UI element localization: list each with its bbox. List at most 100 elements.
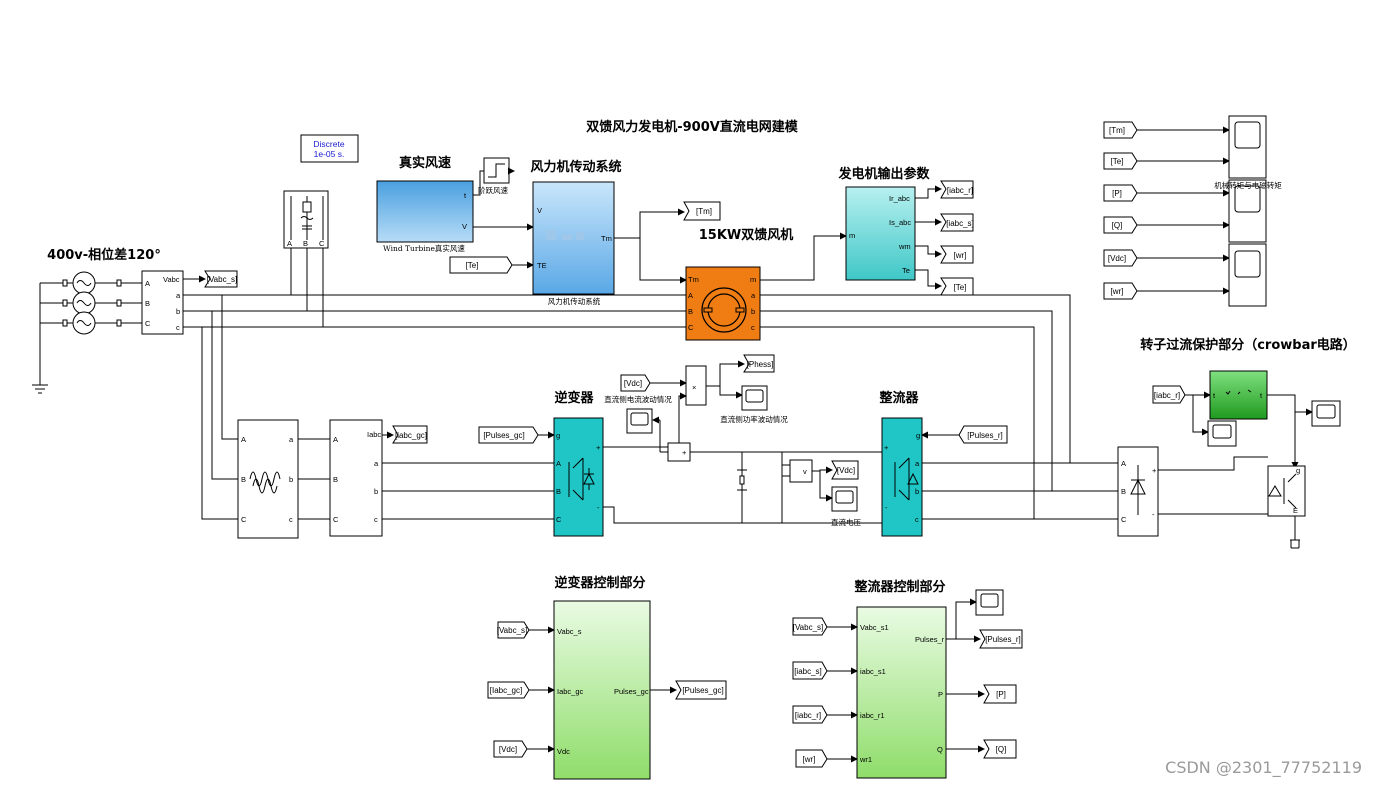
scope-dc-current[interactable] — [626, 408, 653, 434]
watermark: CSDN @2301_77752119 — [1165, 758, 1362, 778]
from-scope-wr[interactable]: [wr] — [1103, 282, 1138, 300]
gen-output-block[interactable]: m Ir_abc Is_abc wm Te — [845, 186, 916, 281]
svg-text:Tm: Tm — [601, 234, 612, 243]
vi-measurement-1[interactable]: A B C Vabc a b c — [141, 270, 184, 335]
svg-text:[Vdc]: [Vdc] — [499, 745, 517, 754]
svg-text:[wr]: [wr] — [954, 251, 967, 260]
svg-text:g: g — [556, 431, 560, 440]
scope-crowbar-in[interactable] — [1207, 420, 1237, 447]
svg-text:Is_abc: Is_abc — [889, 218, 911, 227]
svg-text:a: a — [176, 291, 181, 300]
svg-text:[Pulses_r]: [Pulses_r] — [985, 635, 1021, 644]
svg-text:[Q]: [Q] — [1112, 221, 1123, 230]
powergui-block[interactable]: Discrete 1e-05 s. — [300, 134, 359, 163]
svg-text:c: c — [289, 515, 293, 524]
rectifier-igbt-bridge[interactable]: g + - a b c — [881, 417, 923, 537]
caption-dc-power: 直流侧功率波动情况 — [720, 414, 788, 424]
step-block[interactable]: 阶跃风速 — [478, 157, 515, 195]
scope-rc-pulses[interactable] — [975, 589, 1004, 616]
goto-phess[interactable]: [Phess] — [743, 354, 775, 373]
svg-text:B: B — [556, 487, 561, 496]
drive-train-block[interactable]: V TE Tm 风力机传动系统 — [532, 181, 615, 306]
dfig-machine[interactable]: Tm A B C m a b c — [685, 266, 761, 341]
goto-vabc-s[interactable]: [Vabc_s] — [204, 270, 238, 288]
svg-text:+: + — [1152, 466, 1157, 475]
diode-bridge[interactable]: A B C + - — [1117, 446, 1159, 537]
rectifier-control-block[interactable]: Vabc_s1 iabc_s1 iabc_r1 wr1 Pulses_r P Q — [856, 606, 947, 779]
vi-measurement-2[interactable]: A B C Iabc a b c — [329, 419, 383, 537]
svg-text:c: c — [176, 323, 180, 332]
goto-tm[interactable]: [Tm] — [683, 201, 721, 221]
goto-ic-pulses-gc[interactable]: [Pulses_gc] — [675, 680, 727, 700]
dc-capacitor[interactable] — [737, 469, 747, 491]
svg-text:C: C — [241, 515, 247, 524]
svg-text:Vabc: Vabc — [163, 275, 180, 284]
scope-power[interactable] — [1228, 179, 1267, 243]
bus-wires — [39, 248, 1313, 540]
scope-dc-power[interactable] — [741, 385, 768, 411]
from-ic-vdc[interactable]: [Vdc] — [493, 740, 528, 758]
svg-text:t: t — [1213, 391, 1216, 400]
wind-turbine-block[interactable]: t V Wind Turbine真实风速 — [376, 180, 474, 253]
from-rc-vabc-s[interactable]: [Vabc_s] — [792, 617, 828, 636]
crowbar-igbt[interactable]: g E — [1267, 465, 1306, 517]
from-ic-iabc-gc[interactable]: [Iabc_gc] — [487, 681, 530, 699]
from-rc-iabc-s[interactable]: [iabc_s] — [792, 661, 828, 680]
ac-source-b[interactable] — [62, 291, 122, 315]
crowbar-control-block[interactable]: t t — [1209, 370, 1268, 420]
from-iabc-r-crowbar[interactable]: [iabc_r] — [1152, 385, 1186, 404]
svg-text:×: × — [692, 383, 696, 392]
from-ic-vabc-s[interactable]: [Vabc_s] — [497, 621, 530, 639]
goto-te[interactable]: [Te] — [940, 277, 974, 296]
from-rc-wr[interactable]: [wr] — [795, 749, 828, 768]
scope-torque[interactable] — [1228, 115, 1267, 179]
svg-text:Iabc: Iabc — [367, 430, 381, 439]
svg-text:[Pulses_gc]: [Pulses_gc] — [483, 431, 524, 440]
svg-text:B: B — [688, 307, 693, 316]
scope-dc-voltage[interactable] — [831, 486, 858, 512]
title-rect-ctrl: 整流器控制部分 — [853, 579, 945, 595]
goto-wr[interactable]: [wr] — [940, 245, 974, 264]
svg-text:g: g — [916, 431, 920, 440]
ac-source-c[interactable] — [62, 311, 122, 335]
from-scope-tm[interactable]: [Tm] — [1103, 121, 1138, 139]
caption-wind-turbine: Wind Turbine真实风速 — [383, 243, 465, 253]
goto-iabc-r[interactable]: [iabc_r] — [940, 180, 974, 199]
goto-rc-pulses-r[interactable]: [Pulses_r] — [979, 629, 1023, 649]
svg-text:[Te]: [Te] — [954, 283, 967, 292]
from-rc-iabc-r[interactable]: [iabc_r] — [792, 705, 828, 724]
svg-text:iabc_r1: iabc_r1 — [860, 711, 885, 720]
svg-text:[Te]: [Te] — [1111, 157, 1124, 166]
from-scope-vdc[interactable]: [Vdc] — [1103, 249, 1138, 267]
goto-iabc-gc[interactable]: [iabc_gc] — [392, 425, 428, 444]
svg-text:B: B — [1121, 487, 1126, 496]
scope-crowbar-out[interactable] — [1311, 400, 1341, 427]
svg-text:[iabc_s]: [iabc_s] — [794, 667, 822, 676]
goto-vdc[interactable]: [Vdc] — [831, 460, 859, 480]
goto-rc-p[interactable]: [P] — [983, 684, 1017, 704]
goto-iabc-s[interactable]: [iabc_s] — [940, 213, 974, 232]
ac-source-a[interactable] — [62, 271, 122, 295]
voltage-meter[interactable]: v — [789, 459, 813, 483]
from-pulses-r[interactable]: [Pulses_r] — [958, 425, 1008, 444]
inverter-igbt-bridge[interactable]: g A B C + - — [553, 417, 604, 537]
current-meter[interactable]: + — [667, 442, 691, 462]
from-scope-te[interactable]: [Te] — [1103, 152, 1138, 170]
product-block[interactable]: × — [685, 365, 707, 406]
from-scope-q[interactable]: [Q] — [1103, 216, 1138, 234]
svg-text:Pulses_gc: Pulses_gc — [614, 687, 649, 696]
goto-rc-q[interactable]: [Q] — [983, 739, 1017, 759]
title-source: 400v-相位差120° — [47, 247, 161, 263]
from-vdc-mult[interactable]: [Vdc] — [620, 374, 651, 392]
svg-text:Vabc_s1: Vabc_s1 — [860, 623, 889, 632]
grid-filter-inductor[interactable]: A B C a b c — [237, 419, 299, 539]
from-scope-p[interactable]: [P] — [1103, 184, 1138, 202]
svg-text:+: + — [682, 448, 687, 457]
scope-vdc-wr[interactable] — [1228, 243, 1267, 307]
svg-text:C: C — [145, 319, 151, 328]
inverter-control-block[interactable]: Vabc_s Iabc_gc Vdc Pulses_gc — [553, 600, 651, 780]
from-te-drive[interactable]: [Te] — [449, 256, 513, 274]
from-pulses-gc[interactable]: [Pulses_gc] — [478, 426, 539, 444]
three-phase-load[interactable]: A B C — [283, 190, 329, 249]
